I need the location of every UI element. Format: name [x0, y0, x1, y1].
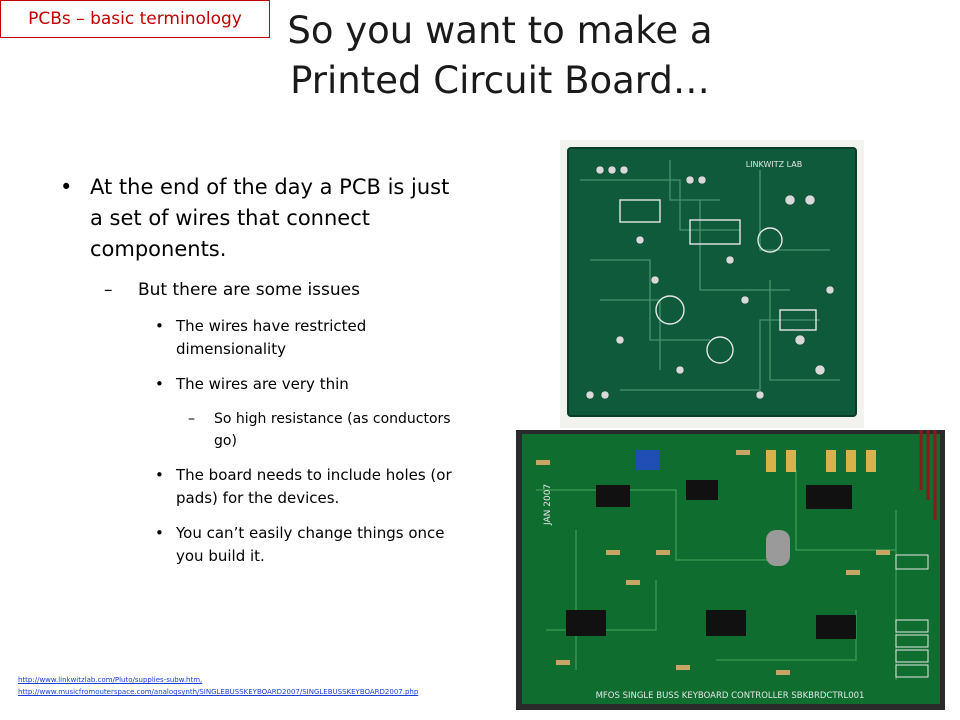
title-line-2: Printed Circuit Board…	[290, 59, 710, 102]
bullet-holes-pads: The board needs to include holes (or pad…	[58, 464, 458, 510]
populated-pcb-label: MFOS SINGLE BUSS KEYBOARD CONTROLLER SBK…	[596, 691, 865, 701]
bullet-main: At the end of the day a PCB is just a se…	[58, 172, 458, 265]
bare-pcb-label: LINKWITZ LAB	[746, 160, 803, 169]
bullet-sub-issues: But there are some issues	[58, 277, 458, 303]
source-links: http://www.linkwitzlab.com/Pluto/supplie…	[18, 674, 418, 698]
section-tag: PCBs – basic terminology	[0, 0, 270, 38]
bullet-high-resistance: So high resistance (as conductors go)	[58, 408, 458, 452]
bare-pcb-image: LINKWITZ LAB	[560, 140, 864, 428]
bullet-dimensionality: The wires have restricted dimensionality	[58, 315, 458, 361]
slide-title: So you want to make a Printed Circuit Bo…	[200, 6, 800, 106]
populated-pcb-date: JAN 2007	[543, 484, 553, 526]
populated-pcb-image: JAN 2007 MFOS SINGLE BUSS KEYBOARD CONTR…	[516, 430, 945, 710]
bullet-thin-wires: The wires are very thin	[58, 373, 458, 396]
bullet-cannot-change: You can’t easily change things once you …	[58, 522, 458, 568]
bullet-list: At the end of the day a PCB is just a se…	[58, 172, 458, 580]
title-line-1: So you want to make a	[287, 9, 713, 52]
source-link-1[interactable]: http://www.linkwitzlab.com/Pluto/supplie…	[18, 676, 203, 684]
source-link-2[interactable]: http://www.musicfromouterspace.com/analo…	[18, 688, 419, 696]
